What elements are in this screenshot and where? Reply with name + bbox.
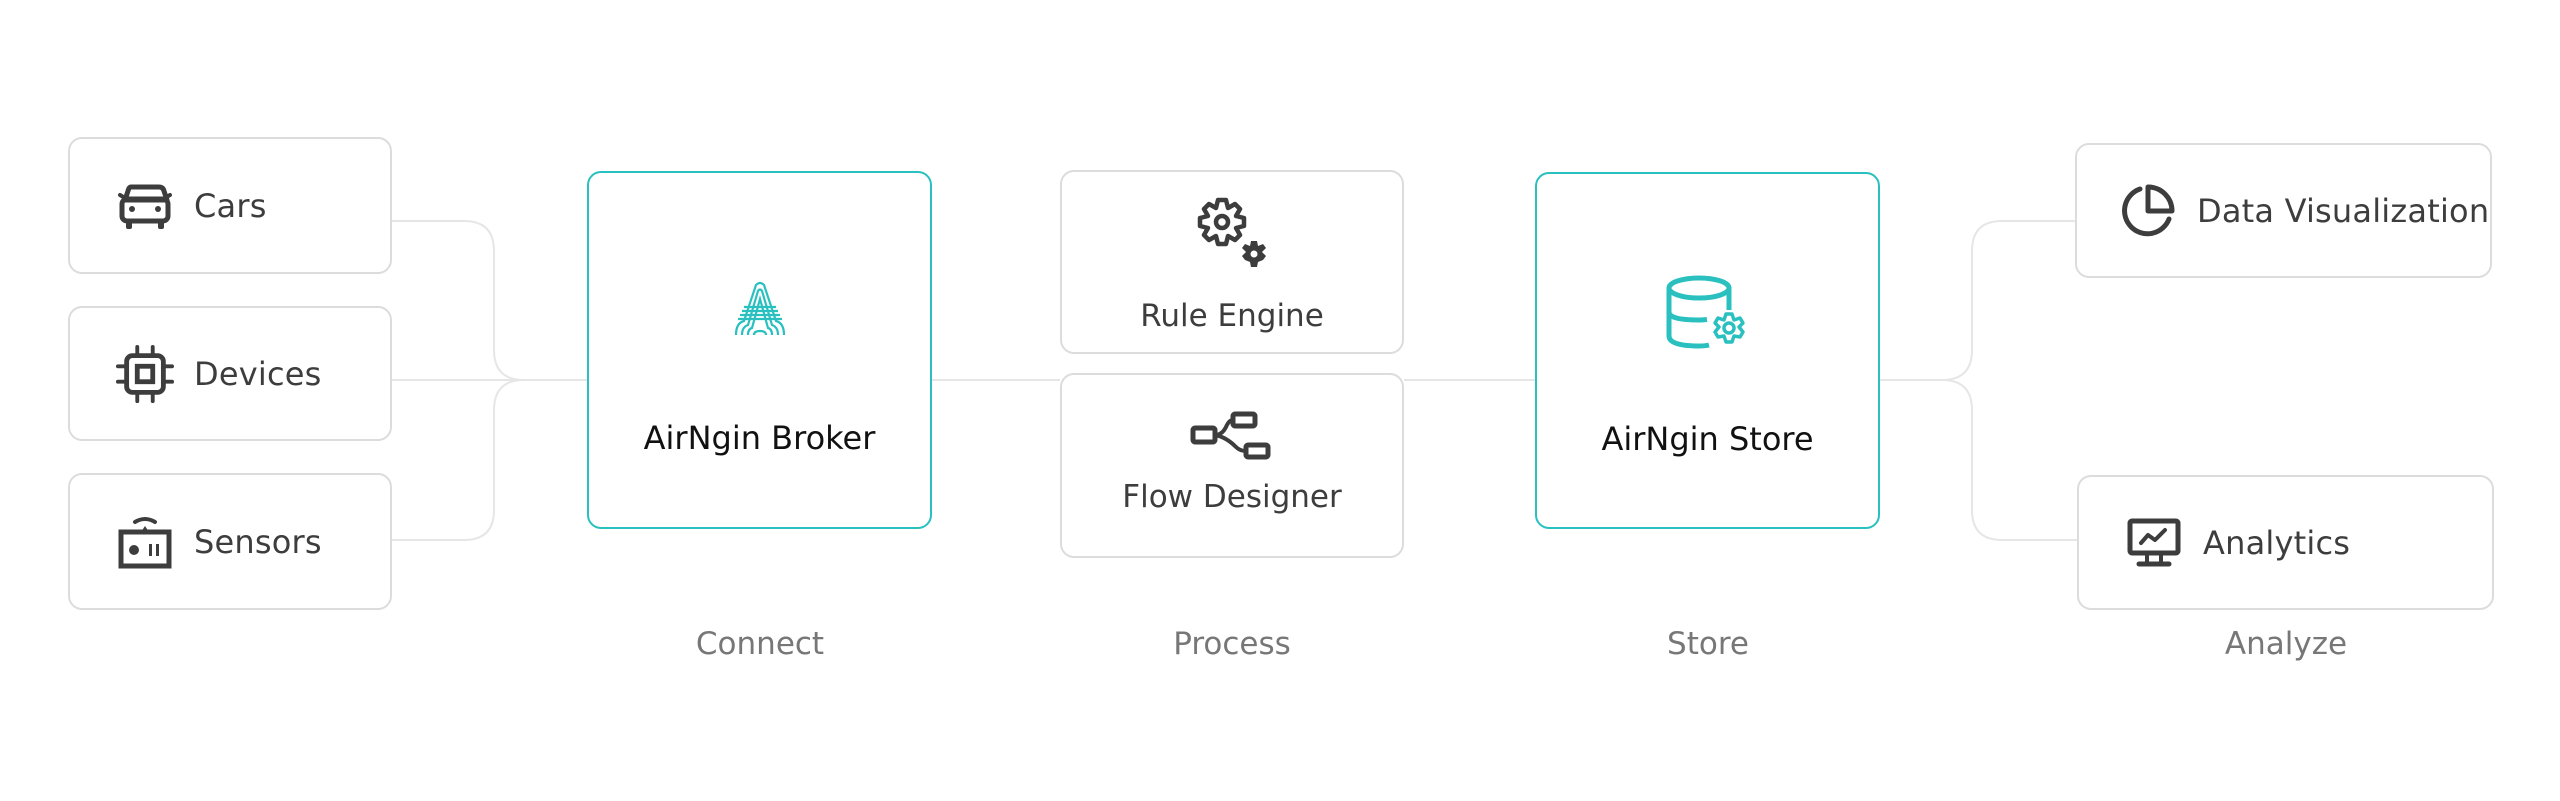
broker-label: AirNgin Broker <box>643 419 876 457</box>
flow-designer-card[interactable]: Flow Designer <box>1060 373 1404 558</box>
output-label: Data Visualization <box>2197 191 2490 230</box>
stage-label-connect: Connect <box>695 626 825 662</box>
database-gear-icon <box>1537 274 1878 350</box>
connector-data-visualization <box>1880 220 2076 381</box>
stage-label-process: Process <box>1173 626 1291 662</box>
connector-sensors <box>392 379 525 541</box>
source-label: Cars <box>194 186 267 225</box>
airngin-broker-card[interactable]: AirNgin Broker <box>587 171 932 529</box>
source-card-devices[interactable]: Devices <box>68 306 392 441</box>
output-card-analytics[interactable]: Analytics <box>2077 475 2494 610</box>
connector-cars <box>392 220 525 381</box>
gears-icon <box>1062 194 1402 274</box>
source-card-sensors[interactable]: Sensors <box>68 473 392 610</box>
airngin-store-card[interactable]: AirNgin Store <box>1535 172 1880 529</box>
monitor-chart-icon <box>2125 514 2183 572</box>
output-card-data-visualization[interactable]: Data Visualization <box>2075 143 2492 278</box>
connector-analytics <box>1880 379 2078 541</box>
stage-label-analyze: Analyze <box>2224 626 2348 662</box>
source-card-cars[interactable]: Cars <box>68 137 392 274</box>
chip-icon <box>116 344 174 403</box>
rule-engine-card[interactable]: Rule Engine <box>1060 170 1404 354</box>
source-label: Devices <box>194 354 322 393</box>
flow-designer-label: Flow Designer <box>1122 479 1342 515</box>
output-label: Analytics <box>2203 523 2351 562</box>
source-label: Sensors <box>194 522 322 561</box>
airngin-logo-icon <box>589 279 930 343</box>
flow-nodes-icon <box>1062 411 1402 461</box>
store-label: AirNgin Store <box>1601 420 1814 458</box>
sensor-icon <box>116 513 174 571</box>
rule-engine-label: Rule Engine <box>1140 298 1324 334</box>
stage-label-store: Store <box>1667 626 1749 662</box>
pie-chart-icon <box>2119 182 2177 240</box>
car-icon <box>116 177 174 235</box>
